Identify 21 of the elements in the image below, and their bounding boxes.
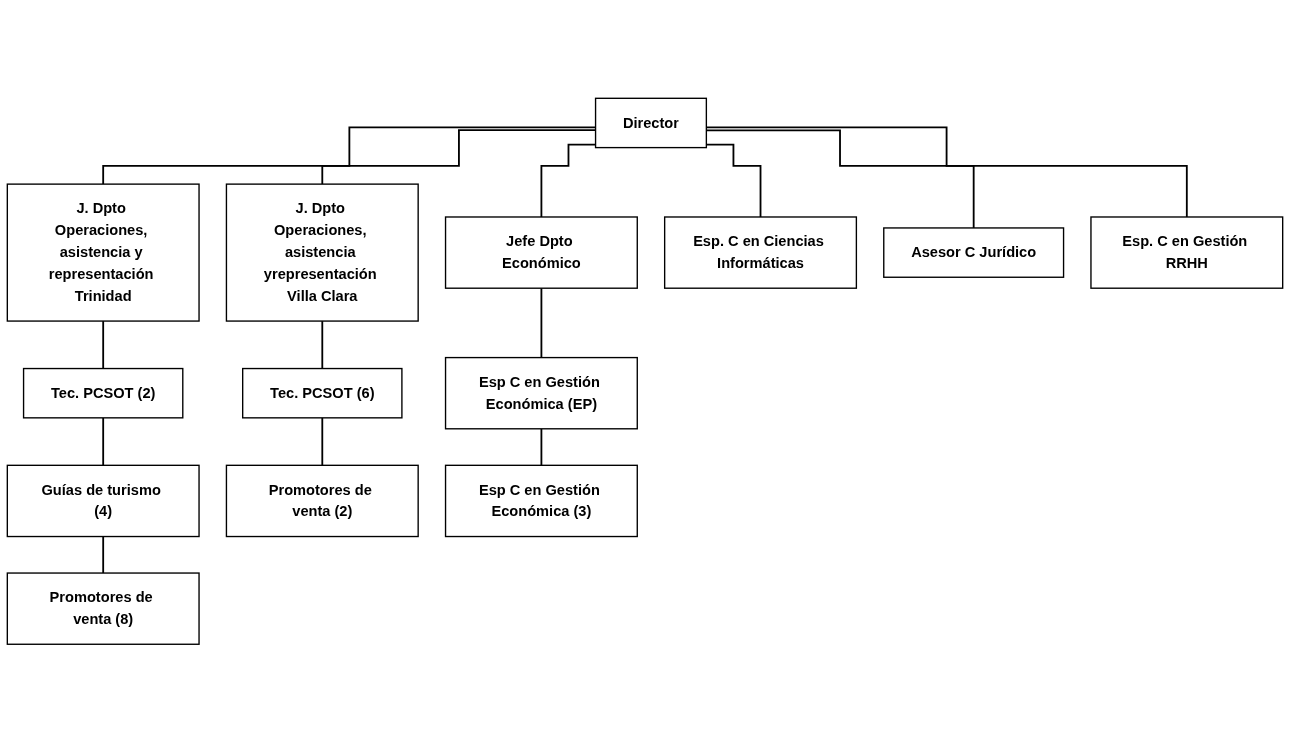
node-box: Promotores de venta (8) — [6, 572, 200, 645]
connector — [321, 319, 324, 370]
node-box: J. Dpto Operaciones, asistencia yrepresentación Villa Clara — [225, 183, 419, 322]
node-box: Jefe Dpto Económico — [444, 216, 638, 289]
node-box: Esp. C en Gestión RRHH — [1090, 216, 1284, 289]
node-box: Tec. PCSOT (6) — [242, 367, 403, 419]
connector — [540, 287, 543, 359]
node-box: Esp C en Gestión Económica (3) — [444, 464, 638, 537]
node-box: J. Dpto Operaciones, asistencia y representación Trinidad — [6, 183, 200, 322]
node-box: Esp. C en Ciencias Informáticas — [663, 216, 858, 289]
connector — [102, 319, 105, 370]
node-box: Esp C en Gestión Económica (EP) — [444, 356, 638, 430]
node-box: Tec. PCSOT (2) — [22, 367, 184, 419]
connector — [102, 416, 105, 466]
node-box: Promotores de venta (2) — [225, 464, 419, 537]
node-box: Director — [594, 97, 708, 148]
connector — [102, 535, 105, 574]
connector — [540, 427, 543, 466]
connector — [321, 416, 324, 466]
node-box: Guías de turismo (4) — [6, 464, 200, 537]
node-box: Asesor C Jurídico — [883, 226, 1065, 278]
